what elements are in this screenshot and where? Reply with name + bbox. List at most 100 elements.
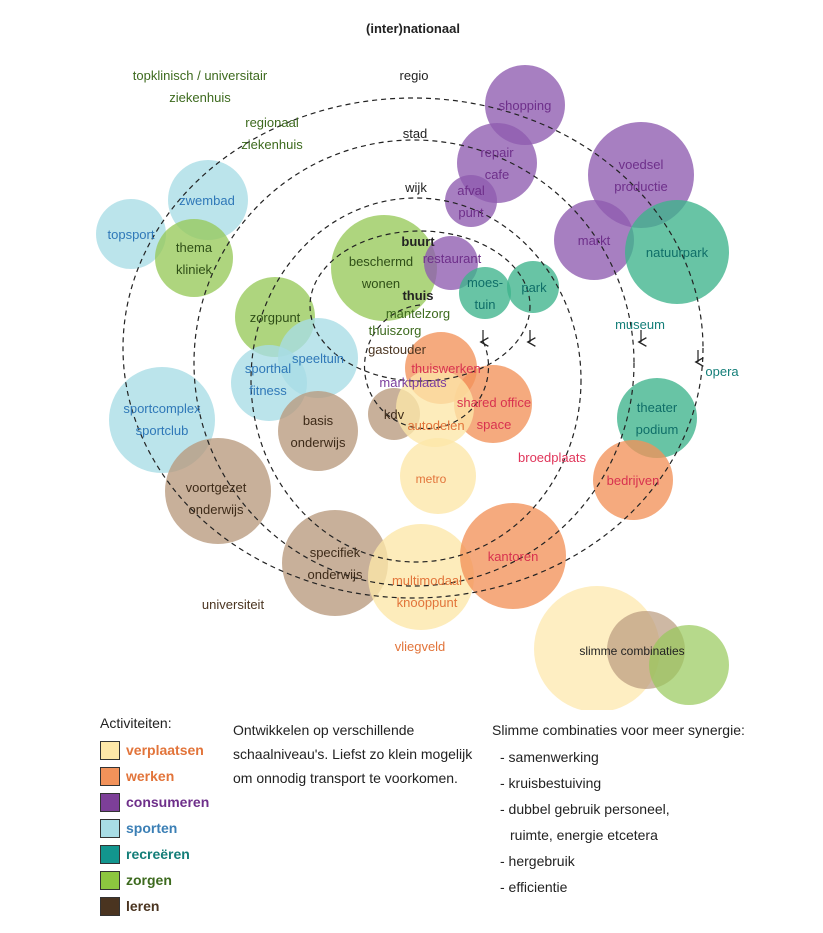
combination-item: - kruisbestuiving [500,775,602,791]
labels-layer: shoppingrepaircafeafvalpuntvoedselproduc… [108,68,740,658]
bubble-moestuin-label: moes- [467,275,503,290]
scale-label-thuis: thuis [402,288,433,303]
bubble-metro-label: metro [416,472,447,486]
combo-example-label: slimme combinaties [579,644,684,658]
scale-label-international: (inter)nationaal [366,21,460,36]
label-topklinisch-label: topklinisch / universitair [133,68,268,83]
bubble-moestuin [459,267,511,319]
scale-label-buurt: buurt [401,234,435,249]
scale-label-stad: stad [403,126,428,141]
bubble-afval-punt [445,175,497,227]
bubble-repair-cafe-label: repair [480,145,514,160]
scale-labels: (inter)nationaal regio stad wijk buurt t… [366,21,460,303]
bubble-autodelen [396,369,474,447]
bubble-theater-podium-label: theater [637,400,678,415]
label-regionaal-ziekenhuis-label: regionaal [245,115,299,130]
label-opera-label: opera [705,364,739,379]
bubble-kantoren [460,503,566,609]
bubble-beschermd-wonen [331,215,437,321]
bubble-basis-onderwijs-label: basis [303,413,334,428]
legend-swatch [100,870,120,890]
scale-ring [193,139,635,587]
legend-item: sporten [100,815,209,841]
combinations-panel: Slimme combinaties voor meer synergie: -… [492,718,792,900]
bubble-shared-office-space-label: shared office [457,395,531,410]
scale-label-regio: regio [400,68,429,83]
combination-item: - hergebruik [500,853,575,869]
bubble-natuurpark [625,200,729,304]
bubble-theater-podium-label: podium [636,422,679,437]
legend-item: leren [100,893,209,919]
legend-label: consumeren [126,794,210,810]
legend-swatch [100,766,120,786]
bubble-topsport-label: topsport [108,227,155,242]
combination-item: - samenwerking [500,749,599,765]
bubble-specifiek-onderwijs-label: onderwijs [308,567,363,582]
bubble-shopping-label: shopping [499,98,552,113]
bubble-beschermd-wonen-label: beschermd [349,254,413,269]
legend-swatch [100,896,120,916]
combinations-list: - samenwerking - kruisbestuiving - dubbel … [492,744,792,900]
legend-swatch [100,792,120,812]
bubble-voedsel-productie-label: productie [614,179,667,194]
bubble-kdv-label: kdv [384,407,405,422]
combination-item: - efficientie [500,879,568,895]
bubble-multimodaal-knooppunt-label: knooppunt [397,595,458,610]
label-gastouder-label: gastouder [368,342,426,357]
bubble-restaurant-label: restaurant [423,251,482,266]
bubble-restaurant [424,236,478,290]
activity-scale-diagram: shoppingrepaircafeafvalpuntvoedselproduc… [96,21,740,710]
bubble-moestuin-label: tuin [475,297,496,312]
bubble-bedrijven-label: bedrijven [607,473,660,488]
bubble-park-label: park [521,280,547,295]
legend-label: zorgen [126,872,172,888]
scale-label-wijk: wijk [404,180,427,195]
bubble-markt-label: markt [578,233,611,248]
bubble-thuiswerken-label: thuiswerken [411,361,480,376]
bubbles-layer [96,65,729,710]
label-vliegveld-label: vliegveld [395,639,446,654]
bubble-shared-office-space-label: space [477,417,512,432]
legend-item: zorgen [100,867,209,893]
legend-label: verplaatsen [126,742,204,758]
bubble-metro [400,438,476,514]
bubble-thema-kliniek-label: thema [176,240,213,255]
combination-item: - dubbel gebruik personeel, [500,801,670,817]
bubble-natuurpark-label: natuurpark [646,245,709,260]
label-museum-label: museum [615,317,665,332]
bubble-theater-podium [617,378,697,458]
bubble-sportcomplex-sportclub [109,367,215,473]
label-mantelzorg-label: mantelzorg [386,306,450,321]
scale-ring [122,97,704,599]
bubble-zwembad-label: zwembad [179,193,235,208]
bubble-voortgezet-onderwijs-label: voortgezet [186,480,247,495]
bubble-autodelen-label: autodelen [407,418,464,433]
bubble-sporthal-fitness [231,345,307,421]
bubble-repair-cafe-label: cafe [485,167,510,182]
label-broedplaats-label: broedplaats [518,450,586,465]
bubble-sporthal-fitness-label: fitness [249,383,287,398]
bubble-topsport [96,199,166,269]
bubble-multimodaal-knooppunt [368,524,474,630]
bubble-sportcomplex-sportclub-label: sportcomplex [123,401,201,416]
bubble-voedsel-productie-label: voedsel [619,157,664,172]
scale-rings [122,97,704,599]
label-marktplaats-label: marktplaats [379,375,447,390]
combo-circle [649,625,729,705]
bubble-voortgezet-onderwijs-label: onderwijs [189,502,244,517]
bubble-bedrijven [593,440,673,520]
bubble-zorgpunt-label: zorgpunt [250,310,301,325]
bubble-specifiek-onderwijs [282,510,388,616]
bubble-beschermd-wonen-label: wonen [361,276,400,291]
legend-item: consumeren [100,789,209,815]
bubble-basis-onderwijs-label: onderwijs [291,435,346,450]
bubble-thema-kliniek-label: kliniek [176,262,213,277]
legend-item: verplaatsen [100,737,209,763]
bubble-specifiek-onderwijs-label: specifiek [310,545,361,560]
bubble-markt [554,200,634,280]
combinations-title: Slimme combinaties voor meer synergie: [492,722,745,738]
bubble-speeltuin-label: speeltuin [292,351,344,366]
legend-swatch [100,818,120,838]
